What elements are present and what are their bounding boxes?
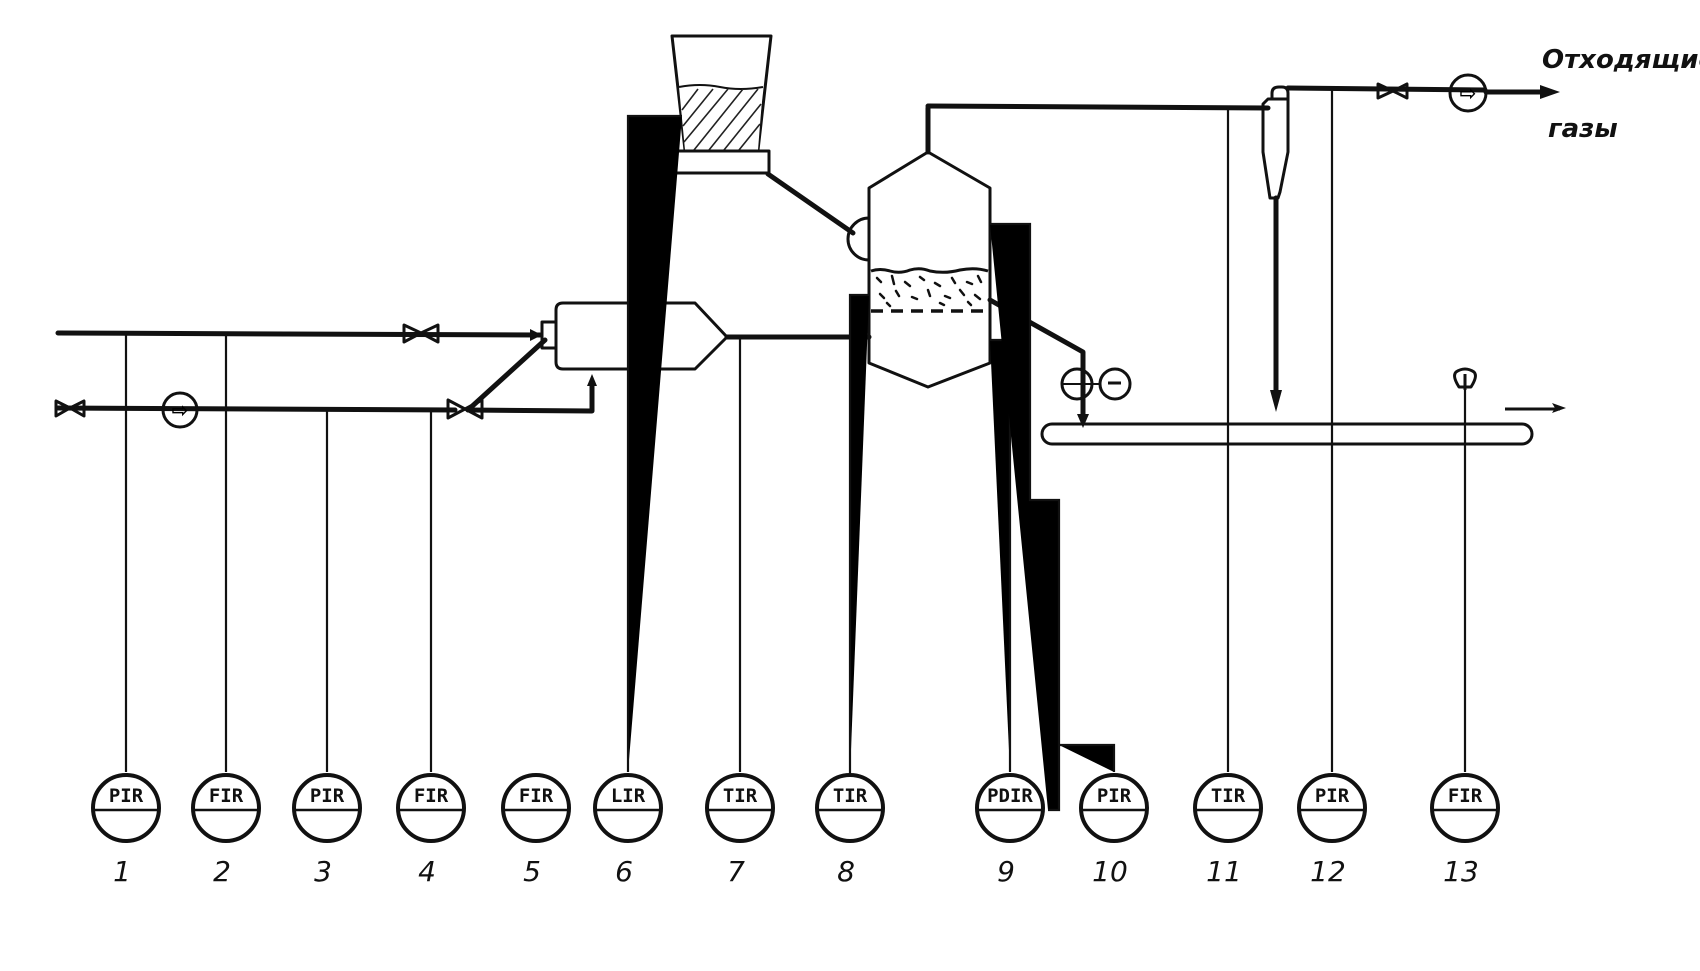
instrument-code: TIR <box>833 785 868 807</box>
cyclone-dust-arrow <box>1270 390 1282 412</box>
instrument-code: FIR <box>1448 785 1483 807</box>
instrument-bubble <box>1079 773 1149 843</box>
conveyor-motor-icon <box>1098 367 1132 401</box>
bed-particles <box>875 274 983 308</box>
instrument-1[interactable]: PIR 1 <box>91 773 161 888</box>
instrument-bubble <box>191 773 261 843</box>
air-inlet-valve-icon[interactable] <box>54 399 86 418</box>
instrument-3[interactable]: PIR 3 <box>292 773 362 888</box>
exhaust-fan-glyph: ⇨ <box>1460 81 1477 105</box>
instrument-code: PIR <box>109 785 144 807</box>
instrument-bubble <box>593 773 663 843</box>
air-blower-icon[interactable]: ⇨ <box>161 391 199 429</box>
instrument-code: PIR <box>1315 785 1350 807</box>
instrument-code: FIR <box>519 785 554 807</box>
instrument-number: 13 <box>1443 855 1479 888</box>
instrument-bubble <box>1193 773 1263 843</box>
instrument-number: 5 <box>523 855 541 888</box>
hopper-fill-level <box>678 84 764 90</box>
instrument-bubble <box>501 773 571 843</box>
air-control-valve-icon[interactable] <box>446 398 484 420</box>
instrument-8[interactable]: TIR 8 <box>815 773 885 888</box>
hopper-hatch <box>681 88 762 151</box>
offgas-line: ⇨ Отходящие газы <box>925 45 1700 412</box>
instrument-12[interactable]: PIR 12 <box>1297 773 1367 888</box>
instrument-11[interactable]: TIR 11 <box>1193 773 1263 888</box>
instrument-2[interactable]: FIR 2 <box>191 773 261 888</box>
instrument-bubble <box>91 773 161 843</box>
instrument-bubble <box>975 773 1045 843</box>
instrument-4[interactable]: FIR 4 <box>396 773 466 888</box>
instrument-13[interactable]: FIR 13 <box>1430 773 1500 888</box>
instrument-bubble <box>1297 773 1367 843</box>
instrument-bubble <box>815 773 885 843</box>
reactor-body <box>867 150 992 389</box>
instrument-7[interactable]: TIR 7 <box>705 773 775 888</box>
instrument-code: FIR <box>209 785 244 807</box>
instrument-code: TIR <box>1211 785 1246 807</box>
cyclone <box>1261 85 1290 412</box>
instrument-6[interactable]: LIR 6 <box>593 773 663 888</box>
instrument-panel: PIR 1 FIR 2 PIR 3 FIR 4 FIR 5 LIR 6 TIR 7 TIR 8 PDIR 9 PIR… <box>91 773 1500 888</box>
instrument-number: 8 <box>837 855 855 888</box>
instrument-code: TIR <box>723 785 758 807</box>
screw-conveyor <box>1040 367 1566 446</box>
instrument-bubble <box>705 773 775 843</box>
reactor-feed-inlet <box>846 216 870 262</box>
gas-feed-line <box>55 323 543 344</box>
instrument-code: PIR <box>310 785 345 807</box>
instrument-number: 9 <box>997 855 1015 888</box>
instrument-5[interactable]: FIR 5 <box>501 773 571 888</box>
flow-sensor-icon <box>1453 367 1477 390</box>
gas-valve-icon[interactable] <box>402 323 440 344</box>
instrument-number: 7 <box>727 855 745 888</box>
bed-top <box>870 267 989 274</box>
instrument-number: 1 <box>113 855 131 888</box>
air-feed-line: ⇨ <box>54 337 597 429</box>
exhaust-fan-icon[interactable]: ⇨ <box>1448 73 1488 113</box>
instrument-bubble <box>1430 773 1500 843</box>
instrument-bubble <box>396 773 466 843</box>
product-outlet-arrow <box>1552 403 1566 413</box>
offgas-valve-icon[interactable] <box>1376 82 1409 100</box>
instrument-number: 6 <box>615 855 633 888</box>
instrument-code: FIR <box>414 785 449 807</box>
instrument-number: 3 <box>314 855 332 888</box>
instrument-number: 12 <box>1310 855 1346 888</box>
air-blower-glyph: ⇨ <box>172 398 189 422</box>
instrument-10[interactable]: PIR 10 <box>1079 773 1149 888</box>
feed-line <box>765 171 856 236</box>
burner-chamber <box>540 301 872 371</box>
instrument-number: 2 <box>213 855 231 888</box>
instrument-code: PIR <box>1097 785 1132 807</box>
instrument-code: LIR <box>611 785 646 807</box>
conveyor-motor-coupling-icon <box>1060 367 1094 401</box>
outlet-label: Отходящие <box>1542 45 1700 75</box>
discharge-arrow <box>1077 414 1089 428</box>
signal-lines <box>124 89 1467 812</box>
hopper-feeder <box>670 149 771 175</box>
feed-hopper <box>670 34 856 236</box>
fluidized-bed-reactor <box>846 105 1089 428</box>
burner-body <box>554 301 729 371</box>
instrument-number: 10 <box>1092 855 1128 888</box>
instrument-code: PDIR <box>987 785 1033 807</box>
instrument-9[interactable]: PDIR 9 <box>975 773 1045 888</box>
instrument-bubble <box>292 773 362 843</box>
instrument-number: 4 <box>418 855 436 888</box>
outlet-label-2: газы <box>1548 114 1618 144</box>
outlet-arrow <box>1540 85 1560 99</box>
instrument-number: 11 <box>1206 855 1242 888</box>
